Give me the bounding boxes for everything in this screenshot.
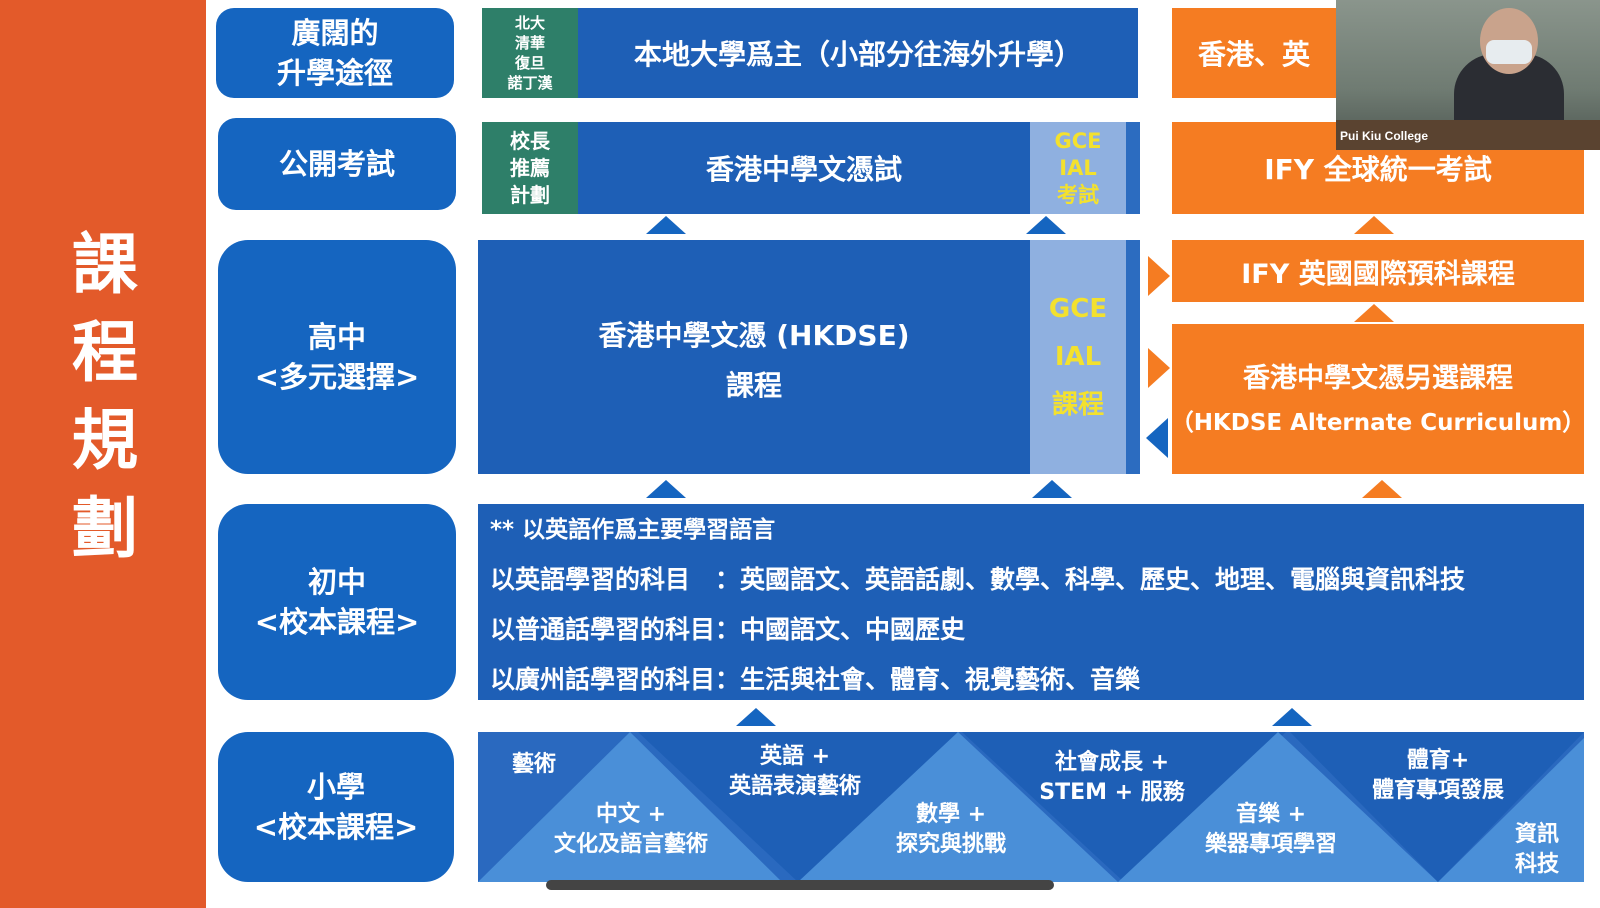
arrow-up-icon — [1272, 708, 1312, 726]
hkdse-course-title: 香港中學文憑 (HKDSE) — [598, 319, 910, 352]
face-mask — [1486, 40, 1532, 64]
alternate-title: 香港中學文憑另選課程 — [1243, 363, 1513, 394]
page-title: 課程規劃 — [72, 225, 138, 567]
arrow-up-icon — [736, 708, 776, 726]
junior-putonghua-subjects: 以普通話學習的科目：中國語文、中國歷史 — [490, 615, 966, 644]
primary-social-stem: 社會成長 + STEM + 服務 — [1039, 750, 1185, 805]
local-university-block: 本地大學爲主（小部分往海外升學） — [578, 8, 1138, 98]
arrow-up-icon — [1362, 480, 1402, 498]
arrow-right-icon — [1148, 348, 1170, 388]
label-senior: 高中 <多元選擇> — [218, 240, 456, 474]
arrow-left-icon — [1146, 418, 1168, 458]
label-pathways: 廣闊的 升學途徑 — [216, 8, 454, 98]
label-public-exams: 公開考試 — [218, 118, 456, 210]
arrow-up-icon — [1032, 480, 1072, 498]
desk — [1336, 120, 1600, 150]
hkdse-course-block: 香港中學文憑 (HKDSE) 課程 — [478, 240, 1030, 474]
senior-row-edge — [1126, 240, 1140, 474]
ify-course-block: IFY 英國國際預科課程 — [1172, 240, 1584, 302]
junior-english-subjects: 以英語學習的科目 ：英國語文、英語話劇、數學、科學、歷史、地理、電腦與資訊科技 — [490, 565, 1466, 594]
video-scrubber[interactable] — [546, 880, 1054, 890]
sidebar-panel — [0, 0, 206, 908]
hkdse-alternate-block: 香港中學文憑另選課程 （HKDSE Alternate Curriculum） — [1170, 324, 1586, 474]
primary-maths: 數學 + 探究與挑戰 — [895, 802, 1006, 857]
primary-it: 資訊 科技 — [1514, 822, 1559, 877]
primary-chinese: 中文 + 文化及語言藝術 — [553, 802, 708, 857]
primary-curriculum-diagram — [478, 732, 1584, 882]
triangle-it — [1438, 738, 1584, 882]
triangle-english — [638, 732, 958, 882]
primary-music: 音樂 + 樂器專項學習 — [1204, 802, 1337, 857]
presenter-video: Pui Kiu College — [1336, 0, 1600, 150]
principal-nomination-block: 校長 推薦 計劃 — [482, 122, 578, 214]
arrow-up-icon — [646, 480, 686, 498]
hkdse-course-subtitle: 課程 — [725, 369, 782, 402]
arrow-up-icon — [646, 216, 686, 234]
primary-english: 英語 + 英語表演藝術 — [728, 744, 861, 799]
video-caption: Pui Kiu College — [1340, 129, 1429, 143]
arrow-right-icon — [1148, 256, 1170, 296]
primary-arts: 藝術 — [511, 752, 556, 777]
university-list: 北大 清華 復旦 諾丁漢 — [482, 8, 578, 98]
gce-ial-course-block: GCE IAL 課程 — [1030, 240, 1126, 474]
arrow-up-icon — [1026, 216, 1066, 234]
triangle-maths — [798, 732, 1118, 882]
hkdse-exam-block: 香港中學文憑試 — [578, 122, 1030, 214]
primary-pe: 體育+ 體育專項發展 — [1371, 748, 1504, 803]
triangle-pe — [1290, 732, 1584, 882]
junior-medium-note: ** 以英語作爲主要學習語言 — [490, 517, 776, 543]
gce-ial-exam-block: GCE IAL 考試 — [1030, 122, 1126, 214]
alternate-subtitle: （HKDSE Alternate Curriculum） — [1170, 410, 1586, 436]
overseas-block: 香港、英 — [1172, 8, 1336, 98]
label-primary: 小學 <校本課程> — [218, 732, 454, 882]
triangle-chinese — [478, 732, 782, 882]
arrow-up-icon — [1354, 216, 1394, 234]
exam-row-edge — [1126, 122, 1140, 214]
triangle-music — [1118, 732, 1438, 882]
junior-curriculum-block — [478, 504, 1584, 700]
junior-cantonese-subjects: 以廣州話學習的科目：生活與社會、體育、視覺藝術、音樂 — [490, 665, 1141, 694]
triangle-social — [962, 732, 1286, 882]
label-junior: 初中 <校本課程> — [218, 504, 456, 700]
arrow-up-icon — [1354, 304, 1394, 322]
